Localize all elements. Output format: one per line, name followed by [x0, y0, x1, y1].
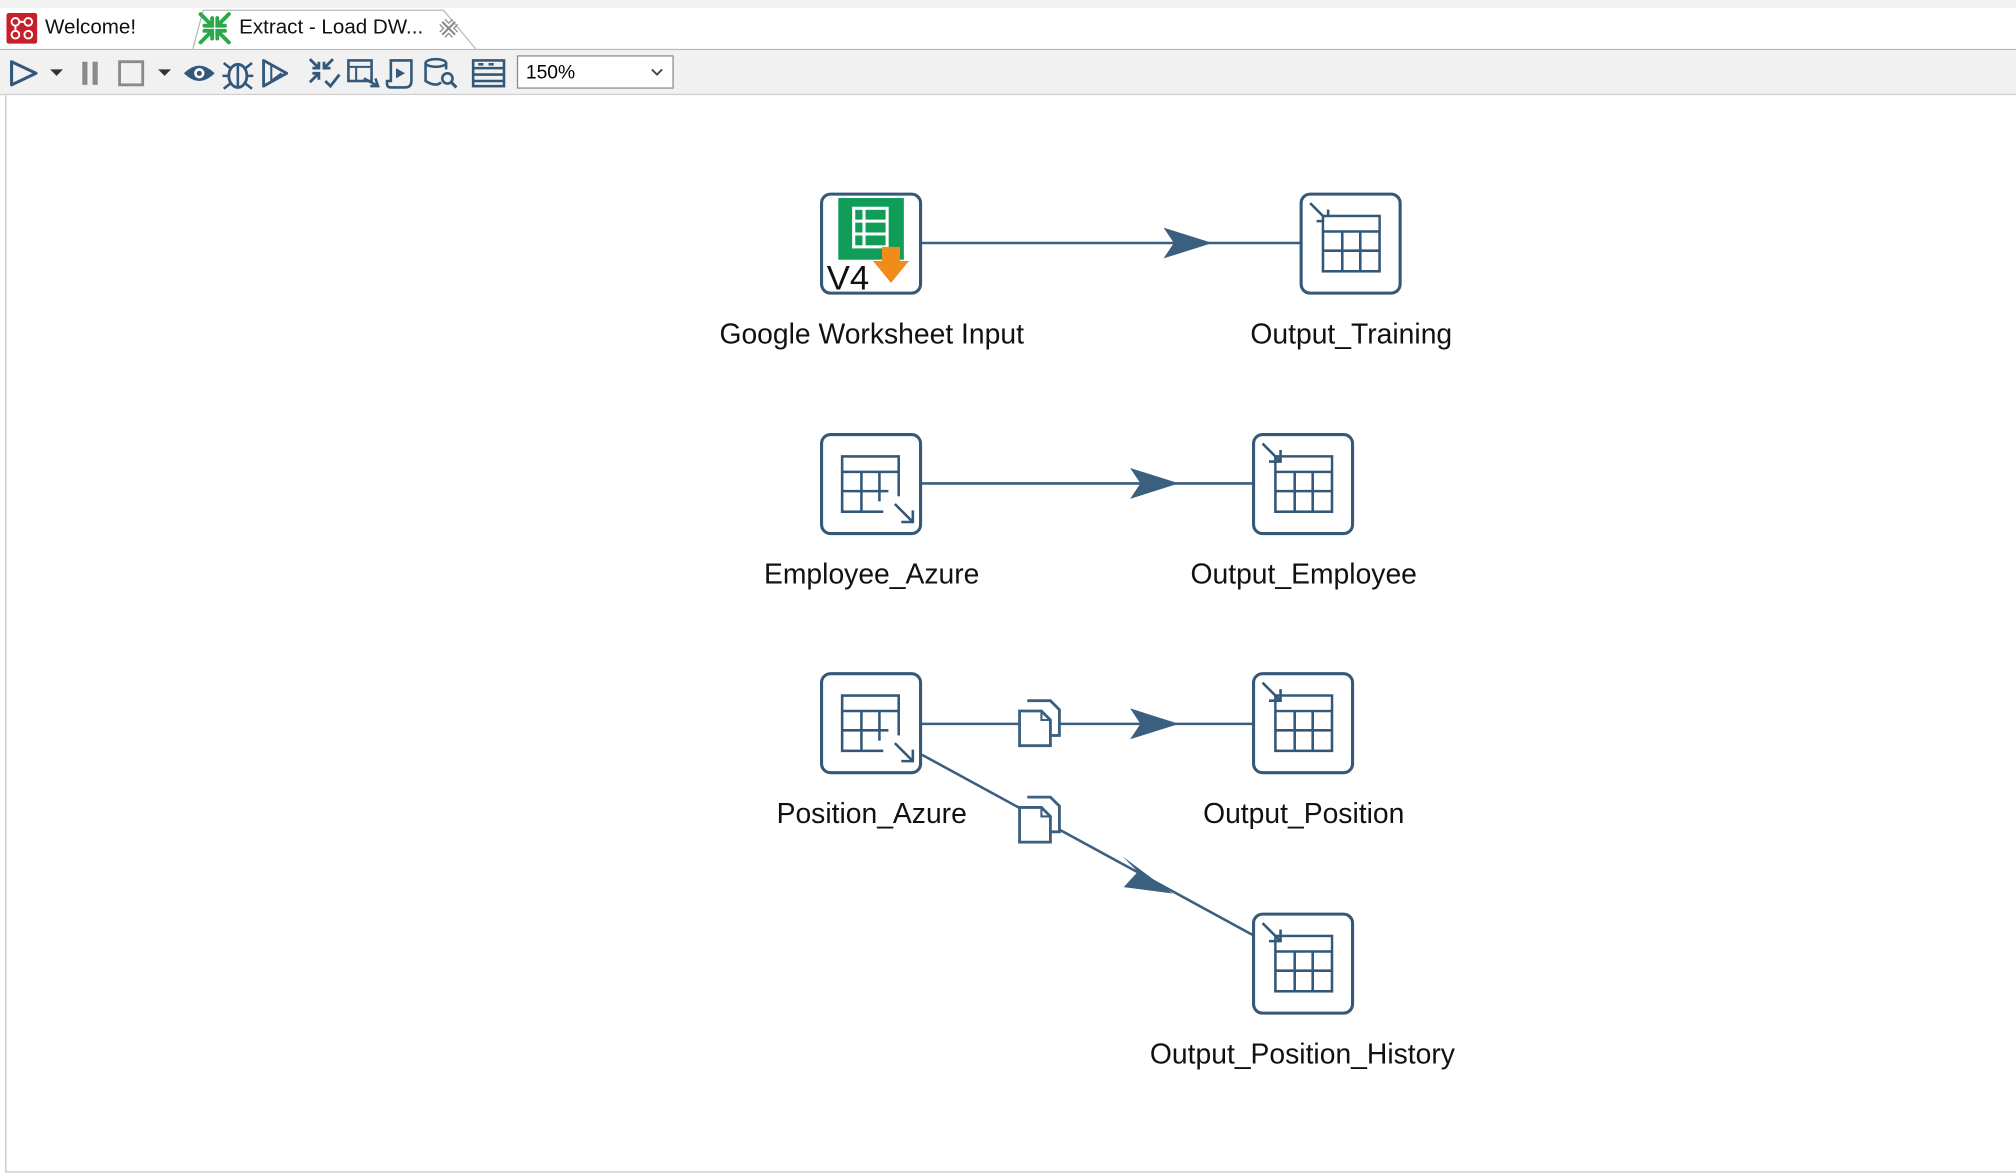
step-output-employee[interactable]	[1252, 433, 1355, 536]
step-output-position[interactable]	[1252, 672, 1355, 775]
copy-rows-icon	[1018, 795, 1061, 844]
transformation-canvas[interactable]: V4	[5, 95, 2016, 1173]
impact-icon[interactable]	[345, 55, 381, 91]
verify-icon[interactable]	[306, 55, 342, 91]
close-tab-icon[interactable]	[439, 18, 460, 39]
run-icon[interactable]	[8, 58, 41, 89]
welcome-icon	[6, 12, 38, 44]
step-google-worksheet-input[interactable]	[820, 192, 923, 295]
run-dropdown-icon[interactable]	[49, 68, 64, 78]
pause-icon[interactable]	[77, 58, 105, 89]
zoom-value: 150%	[525, 61, 576, 83]
copy-rows-icon	[1018, 699, 1061, 748]
step-position-azure[interactable]	[820, 672, 923, 775]
explore-db-icon[interactable]	[422, 55, 458, 91]
step-label: Output_Employee	[1190, 557, 1417, 591]
debug-icon[interactable]	[220, 55, 256, 91]
zoom-select[interactable]: 150%	[516, 55, 674, 89]
preview-icon[interactable]	[181, 58, 217, 89]
transformation-icon	[198, 12, 231, 45]
step-label: Employee_Azure	[763, 557, 980, 591]
stop-icon[interactable]	[116, 58, 147, 89]
sql-icon[interactable]	[383, 55, 419, 91]
step-label: Position_Azure	[776, 797, 967, 830]
step-label: Output_Position	[1203, 797, 1405, 830]
step-employee-azure[interactable]	[820, 433, 923, 536]
step-label: Output_Training	[1250, 317, 1453, 350]
hop-google-to-training[interactable]	[921, 227, 1300, 259]
hop-employee-to-output[interactable]	[921, 467, 1253, 499]
step-output-training[interactable]	[1299, 192, 1402, 295]
hop-position-to-history[interactable]	[921, 753, 1253, 936]
step-label: Output_Position_History	[1149, 1037, 1455, 1070]
replay-icon[interactable]	[258, 55, 294, 91]
stop-dropdown-icon[interactable]	[157, 68, 172, 78]
v4-badge: V4	[827, 259, 869, 297]
tab-separator	[192, 9, 477, 50]
show-results-icon[interactable]	[471, 57, 507, 90]
step-output-position-history[interactable]	[1252, 912, 1355, 1015]
tab-welcome-label: Welcome!	[44, 16, 137, 39]
step-label: Google Worksheet Input	[719, 317, 1024, 350]
chevron-down-icon	[651, 68, 663, 76]
tab-welcome[interactable]: Welcome!	[0, 8, 193, 49]
tab-transformation[interactable]: Extract - Load DW...	[193, 8, 484, 49]
tab-transformation-label: Extract - Load DW...	[239, 16, 424, 39]
hop-position-to-output[interactable]	[921, 708, 1253, 740]
editor-tab-bar: Welcome! Extract - Load DW...	[0, 7, 2016, 51]
transformation-toolbar: 150%	[0, 50, 2016, 96]
